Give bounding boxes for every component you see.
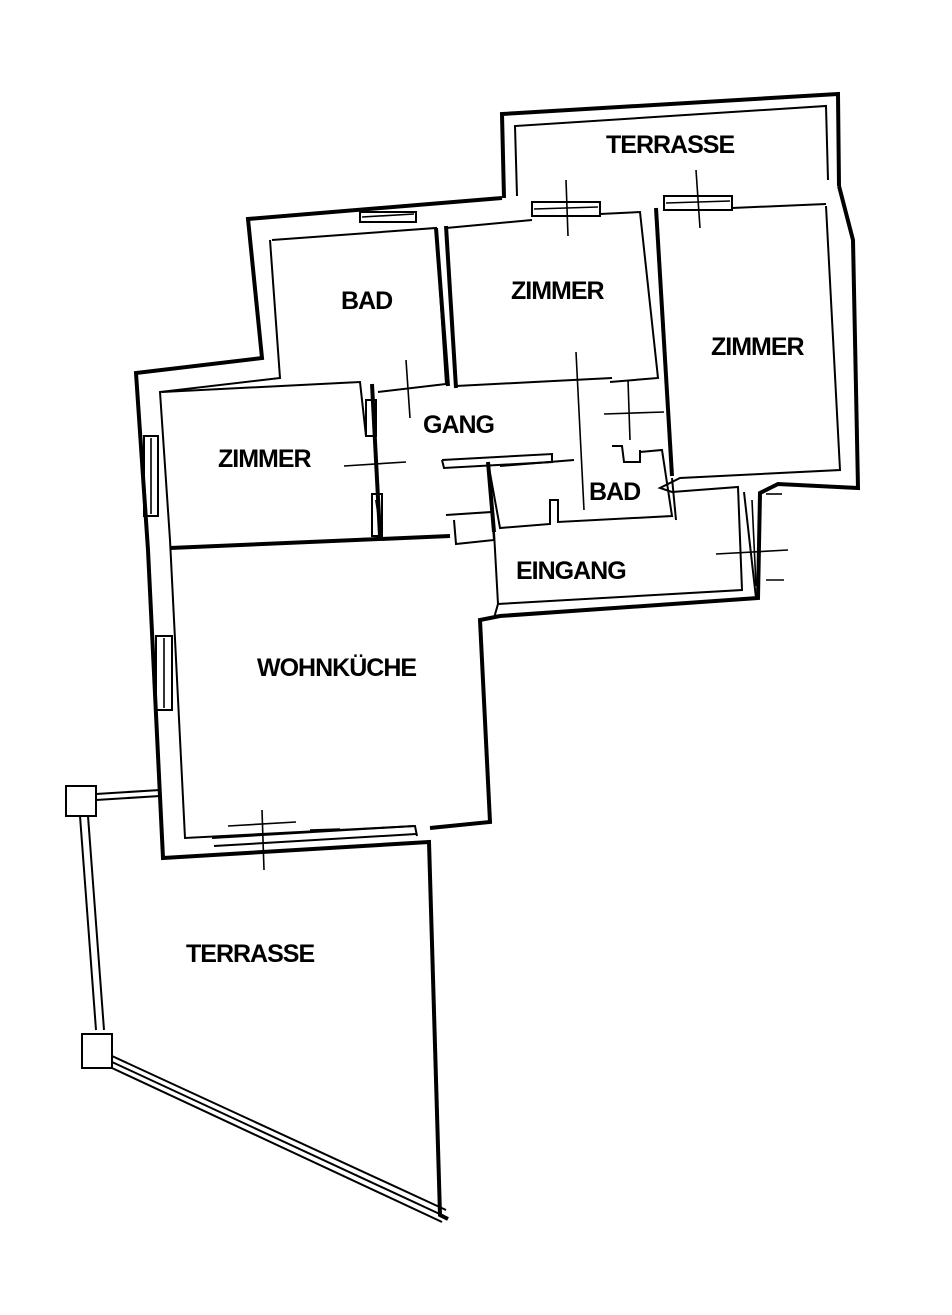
- room-walls: [161, 203, 827, 605]
- room-label-zimmer-left: ZIMMER: [218, 445, 312, 473]
- door-markers: [227, 169, 789, 871]
- outer-walls: [133, 185, 861, 1221]
- room-label-bad-top: BAD: [341, 287, 392, 315]
- room-label-bad-small: BAD: [589, 478, 640, 506]
- terrace-top-walls: [499, 91, 841, 199]
- room-label-zimmer-right: ZIMMER: [711, 333, 805, 361]
- room-label-wohnkueche: WOHNKÜCHE: [257, 653, 416, 682]
- room-label-zimmer-mid: ZIMMER: [511, 277, 605, 305]
- windows: [143, 195, 733, 847]
- room-label-gang: GANG: [423, 411, 494, 439]
- terrace-bottom-walls: [65, 785, 447, 1223]
- room-label-terrasse-top: TERRASSE: [606, 131, 734, 159]
- room-label-terrasse-bottom: TERRASSE: [186, 940, 314, 968]
- room-labels: TERRASSE BAD ZIMMER ZIMMER GANG ZIMMER B…: [186, 131, 806, 968]
- room-label-eingang: EINGANG: [516, 557, 626, 585]
